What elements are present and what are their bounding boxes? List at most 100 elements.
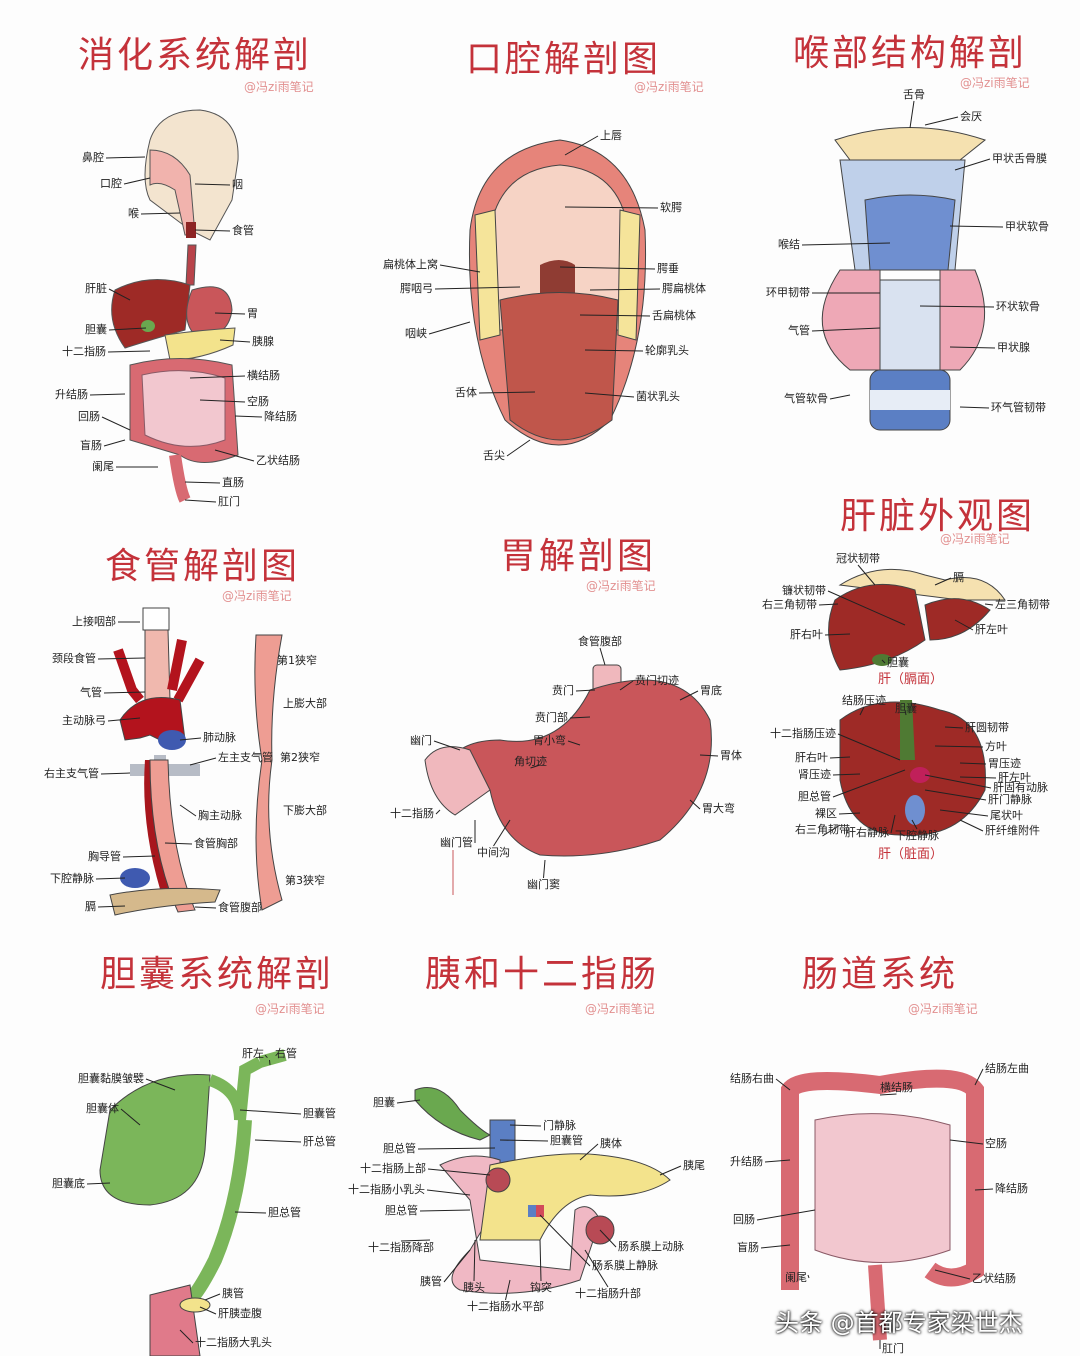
anatomy-label: 肝固有动脉 xyxy=(993,781,1048,794)
anatomy-label: 钩突 xyxy=(530,1281,552,1294)
anatomy-label: 乙状结肠 xyxy=(256,454,300,467)
watermark: @冯zi雨笔记 xyxy=(940,532,1010,546)
leader-line xyxy=(879,1093,897,1096)
anatomy-label: 甲状腺 xyxy=(997,341,1030,354)
anatomy-label: 咽 xyxy=(232,178,243,191)
leader-line xyxy=(239,1109,302,1115)
leader-line xyxy=(904,709,907,716)
leader-line xyxy=(103,691,146,694)
leader-line xyxy=(832,773,861,776)
leader-line xyxy=(140,212,181,215)
esophagus-illustration xyxy=(109,607,283,916)
anatomy-label: 肝左叶 xyxy=(998,771,1031,784)
anatomy-label: 肝总管 xyxy=(303,1135,336,1148)
anatomy-label: 贲门部 xyxy=(535,711,568,724)
leader-line xyxy=(89,393,126,396)
leader-line xyxy=(699,754,719,757)
anatomy-label: 肠系膜上动脉 xyxy=(618,1240,684,1253)
watermark: @冯zi雨笔记 xyxy=(585,1002,655,1016)
anatomy-label: 肝左叶 xyxy=(975,623,1008,636)
leader-line xyxy=(579,1143,599,1161)
anatomy-label: 腭扁桃体 xyxy=(662,282,706,295)
anatomy-label: 十二指肠降部 xyxy=(368,1241,434,1254)
anatomy-label: 胆总管 xyxy=(798,790,831,803)
anatomy-label: 回肠 xyxy=(78,410,100,423)
leader-line xyxy=(890,814,896,834)
watermark: @冯zi雨笔记 xyxy=(960,76,1030,90)
leader-line xyxy=(838,812,861,815)
leader-line xyxy=(679,690,699,701)
title-pancreas: 胰和十二指肠 xyxy=(425,954,660,995)
anatomy-label: 幽门管 xyxy=(440,836,473,849)
anatomy-label: 右主支气管 xyxy=(44,767,99,780)
leader-line xyxy=(530,764,541,769)
anatomy-label: 阑尾 xyxy=(92,460,114,473)
anatomy-label: 十二指肠 xyxy=(390,807,434,820)
anatomy-label: 肝左、右管 xyxy=(242,1047,297,1060)
leader-line xyxy=(924,789,987,801)
leader-line xyxy=(824,633,851,636)
anatomy-label: 冠状韧带 xyxy=(836,552,880,565)
leader-line xyxy=(919,305,995,308)
anatomy-label: 胆囊管 xyxy=(550,1134,583,1147)
leader-line xyxy=(473,1239,476,1282)
anatomy-label: 胆囊体 xyxy=(86,1102,119,1115)
leader-line xyxy=(179,804,197,817)
leader-line xyxy=(179,737,202,741)
anatomy-label: 胰管 xyxy=(222,1287,244,1300)
anatomy-label: 胆总管 xyxy=(383,1142,416,1155)
anatomy-label: 口腔 xyxy=(100,177,122,190)
anatomy-label: 第3狭窄 xyxy=(285,874,325,887)
leader-line xyxy=(417,1147,496,1150)
leader-line xyxy=(97,905,126,908)
anatomy-label: 尾状叶 xyxy=(990,809,1023,822)
anatomy-label: 膈 xyxy=(85,900,96,913)
anatomy-label: 胆总管 xyxy=(385,1204,418,1217)
leader-line xyxy=(434,286,521,290)
anatomy-label: 盲肠 xyxy=(80,439,102,452)
oral-cavity-illustration xyxy=(468,139,647,446)
leader-line xyxy=(934,745,984,748)
leader-line xyxy=(599,1229,617,1248)
anatomy-label: 幽门 xyxy=(410,734,432,747)
leader-line xyxy=(575,689,596,692)
anatomy-label: 胃大弯 xyxy=(702,802,735,815)
anatomy-label: 十二指肠大乳头 xyxy=(195,1336,272,1349)
anatomy-label: 舌扁桃体 xyxy=(652,309,696,322)
leader-line xyxy=(439,264,481,273)
leader-line xyxy=(95,877,126,880)
anatomy-label: 腭咽弓 xyxy=(400,282,433,295)
anatomy-label: 食管腹部 xyxy=(218,901,262,914)
title-esophagus: 食管解剖图 xyxy=(105,546,301,587)
leader-line xyxy=(145,1078,176,1091)
anatomy-label: 轮廓乳头 xyxy=(645,344,689,357)
anatomy-label: 胃底 xyxy=(700,684,722,697)
anatomy-label: 胆囊 xyxy=(895,702,917,715)
leader-line xyxy=(584,1249,609,1288)
anatomy-label: 十二指肠升部 xyxy=(575,1287,641,1300)
leader-line xyxy=(199,1306,217,1315)
anatomy-label: 下腔静脉 xyxy=(895,829,939,842)
anatomy-label: 气管 xyxy=(80,686,102,699)
anatomy-label: 左三角韧带 xyxy=(995,598,1050,611)
anatomy-label: 环气管韧带 xyxy=(991,401,1046,414)
anatomy-label: 肛门 xyxy=(218,495,240,508)
anatomy-label: 胆囊管 xyxy=(303,1107,336,1120)
leader-line xyxy=(949,346,996,349)
leader-line xyxy=(909,100,915,129)
leader-line xyxy=(857,564,876,586)
anatomy-label: 空肠 xyxy=(247,395,269,408)
anatomy-label: 胰体 xyxy=(600,1137,622,1150)
anatomy-label: 软腭 xyxy=(660,201,682,214)
title-larynx: 喉部结构解剖 xyxy=(793,33,1028,74)
leader-line xyxy=(509,1124,542,1127)
anatomy-label: 膈 xyxy=(953,571,964,584)
anatomy-label: 结肠左曲 xyxy=(985,1062,1029,1075)
leader-line xyxy=(599,647,606,666)
anatomy-label: 肝胰壶腹 xyxy=(218,1307,262,1320)
anatomy-label: 下腔静脉 xyxy=(50,872,94,885)
leader-line xyxy=(881,659,886,664)
leader-line xyxy=(214,449,255,462)
title-intestines: 肠道系统 xyxy=(802,954,959,995)
